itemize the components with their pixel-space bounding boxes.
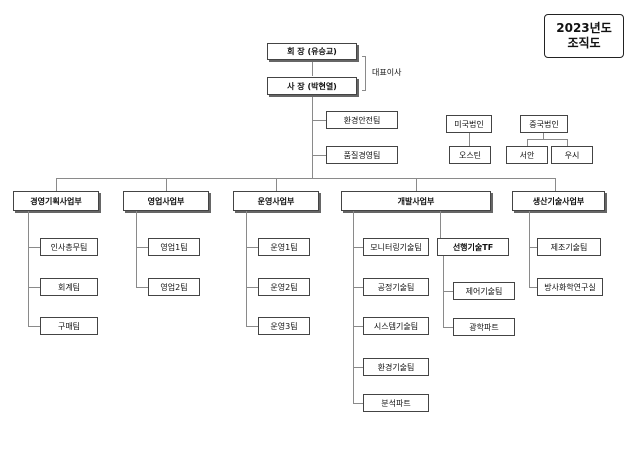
team-analysis-part: 분석파트 [363,394,429,412]
title-label: 조직도 [567,36,601,50]
team-monitoring-tech: 모니터링기술팀 [363,238,429,256]
team-manufacturing-tech: 제조기술팀 [537,238,601,256]
team-environment-tech: 환경기술팀 [363,358,429,376]
team-optics-part: 광학파트 [453,318,515,336]
exec-connector [312,60,313,76]
us-subsidiary-box: 미국법인 [446,115,492,133]
quality-team-box: 품질경영팀 [326,146,398,164]
division-production-tech: 생산기술사업부 [512,191,605,211]
ceo-label: 대표이사 [372,68,402,77]
cn-subsidiary-box: 중국법인 [520,115,568,133]
chairman-box: 회 장 (유승교) [267,43,357,60]
xian-box: 서안 [506,146,548,164]
team-sales-2: 영업2팀 [148,278,200,296]
trunk-to-safety [312,120,326,121]
ceo-bracket [365,56,366,90]
team-purchasing: 구매팀 [40,317,98,335]
team-radiochemistry-lab: 방사화학연구실 [537,278,603,296]
team-hr: 인사총무팀 [40,238,98,256]
division-development: 개발사업부 [341,191,491,211]
president-box: 사 장 (박현열) [267,77,357,95]
team-accounting: 회계팀 [40,278,98,296]
division-operations: 운영사업부 [233,191,319,211]
team-ops-1: 운영1팀 [258,238,310,256]
team-ops-2: 운영2팀 [258,278,310,296]
safety-team-box: 환경안전팀 [326,111,398,129]
main-trunk [312,95,313,178]
trunk-to-quality [312,155,326,156]
chart-title: 2023년도 조직도 [544,14,624,58]
division-sales: 영업사업부 [123,191,209,211]
austin-box: 오스틴 [449,146,491,164]
team-sales-1: 영업1팀 [148,238,200,256]
team-process-tech: 공정기술팀 [363,278,429,296]
team-ops-3: 운영3팀 [258,317,310,335]
division-bus [56,178,555,179]
advanced-tech-tf-box: 선행기술TF [437,238,509,256]
title-year: 2023년도 [556,21,612,35]
team-control-tech: 제어기술팀 [453,282,515,300]
team-system-tech: 시스템기술팀 [363,317,429,335]
wuxi-box: 우시 [551,146,593,164]
division-management-planning: 경영기획사업부 [13,191,99,211]
